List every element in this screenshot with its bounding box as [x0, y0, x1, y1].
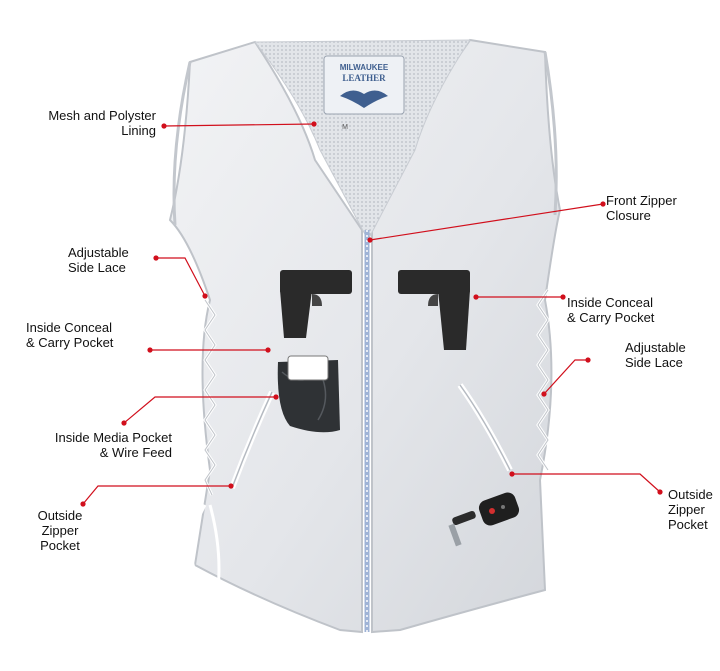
callout-line-media — [123, 396, 276, 424]
armhole-right — [543, 51, 558, 216]
callout-line-outside-left — [82, 485, 231, 505]
side-lace-right — [536, 289, 589, 641]
callout-text: Pocket — [668, 517, 708, 532]
callout-text: Adjustable — [625, 340, 686, 355]
armhole-left — [172, 61, 192, 226]
outside-zipper-pocket-left-edge — [231, 391, 273, 489]
callout-text: Inside Conceal — [567, 295, 653, 310]
callout-side-lace-right: Adjustable Side Lace — [625, 340, 715, 370]
callout-side-lace-left: Adjustable Side Lace — [68, 245, 158, 275]
callout-text: Lining — [121, 123, 156, 138]
callout-line-mesh — [163, 123, 315, 127]
callout-text: Inside Conceal — [26, 320, 112, 335]
brand-patch: MILWAUKEE LEATHER M — [323, 55, 405, 131]
callout-text: Adjustable — [68, 245, 129, 260]
callout-line-side-lace-left — [156, 257, 206, 297]
callout-text: & Carry Pocket — [26, 335, 114, 350]
callout-text: Zipper — [41, 523, 79, 538]
mesh-lining — [253, 39, 471, 242]
callout-line-front-zipper — [369, 203, 604, 241]
brand-line1: MILWAUKEE — [340, 63, 389, 72]
callout-text: Side Lace — [625, 355, 683, 370]
callout-text: Mesh and Polyster — [48, 108, 156, 123]
callout-line-side-lace-right — [543, 359, 588, 395]
outside-zipper-pocket-right-edge — [459, 384, 511, 471]
callout-outside-zipper-left: Outside Zipper Pocket — [20, 508, 100, 553]
callout-outside-zipper-right: Outside Zipper Pocket — [668, 487, 718, 532]
brand-line2: LEATHER — [342, 73, 386, 83]
media-pocket — [277, 355, 340, 433]
callout-dots — [80, 121, 663, 507]
callout-text: Closure — [606, 208, 651, 223]
callout-text: Inside Media Pocket — [54, 430, 172, 445]
callout-lines — [82, 123, 661, 505]
smartphone-icon — [287, 355, 329, 381]
size-tag: M — [342, 124, 348, 131]
callout-text: Front Zipper — [606, 193, 677, 208]
vest: MILWAUKEE LEATHER M — [168, 38, 589, 641]
callout-conceal-pocket-right: Inside Conceal & Carry Pocket — [567, 295, 717, 325]
callout-text: & Wire Feed — [99, 445, 172, 460]
callout-conceal-pocket-left: Inside Conceal & Carry Pocket — [26, 320, 151, 350]
car-key-fob-icon — [448, 492, 520, 547]
callout-mesh-lining: Mesh and Polyster Lining — [20, 108, 156, 138]
callout-front-zipper: Front Zipper Closure — [606, 193, 716, 223]
callout-text: Pocket — [40, 538, 80, 553]
callout-text: Outside — [668, 487, 713, 502]
pistol-icon — [398, 270, 470, 350]
callout-text: & Carry Pocket — [567, 310, 655, 325]
callout-line-outside-right — [512, 473, 661, 493]
callout-text: Zipper — [668, 502, 705, 517]
eagle-logo-icon — [340, 90, 388, 108]
callout-media-pocket: Inside Media Pocket & Wire Feed — [20, 430, 172, 460]
callout-text: Outside — [37, 508, 83, 523]
pistol-icon — [280, 270, 352, 338]
callout-text: Side Lace — [68, 260, 126, 275]
